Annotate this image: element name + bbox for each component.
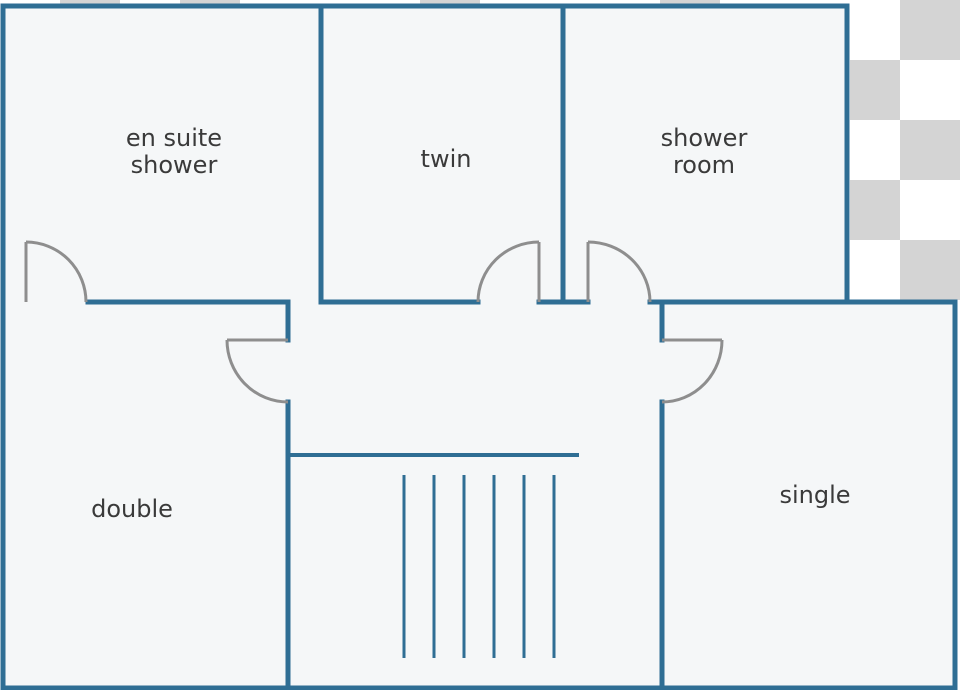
door-single[interactable]	[661, 338, 724, 404]
room-label-shower-room-line1: shower	[661, 124, 748, 152]
room-en-suite-shower: en suite shower	[126, 124, 222, 179]
door-twin[interactable]	[476, 240, 541, 303]
room-label-en-suite-line2: shower	[131, 151, 218, 179]
room-label-shower-room-line2: room	[673, 151, 735, 179]
room-label-en-suite-line1: en suite	[126, 124, 222, 152]
walls	[0, 3, 958, 690]
room-label-twin: twin	[421, 145, 472, 173]
room-label-double: double	[91, 495, 173, 523]
room-label-single: single	[779, 481, 850, 509]
room-single: single	[779, 481, 850, 509]
floor-area	[3, 6, 955, 688]
door-double[interactable]	[225, 338, 289, 404]
room-shower-room: shower room	[661, 124, 748, 179]
door-en-suite[interactable]	[24, 240, 88, 303]
door-shower-room[interactable]	[586, 240, 652, 303]
room-twin: twin	[421, 145, 472, 173]
staircase	[402, 475, 556, 658]
room-double: double	[91, 495, 173, 523]
outer-wall	[0, 3, 958, 690]
transparency-checkerboard	[60, 0, 960, 300]
doors	[24, 240, 724, 404]
